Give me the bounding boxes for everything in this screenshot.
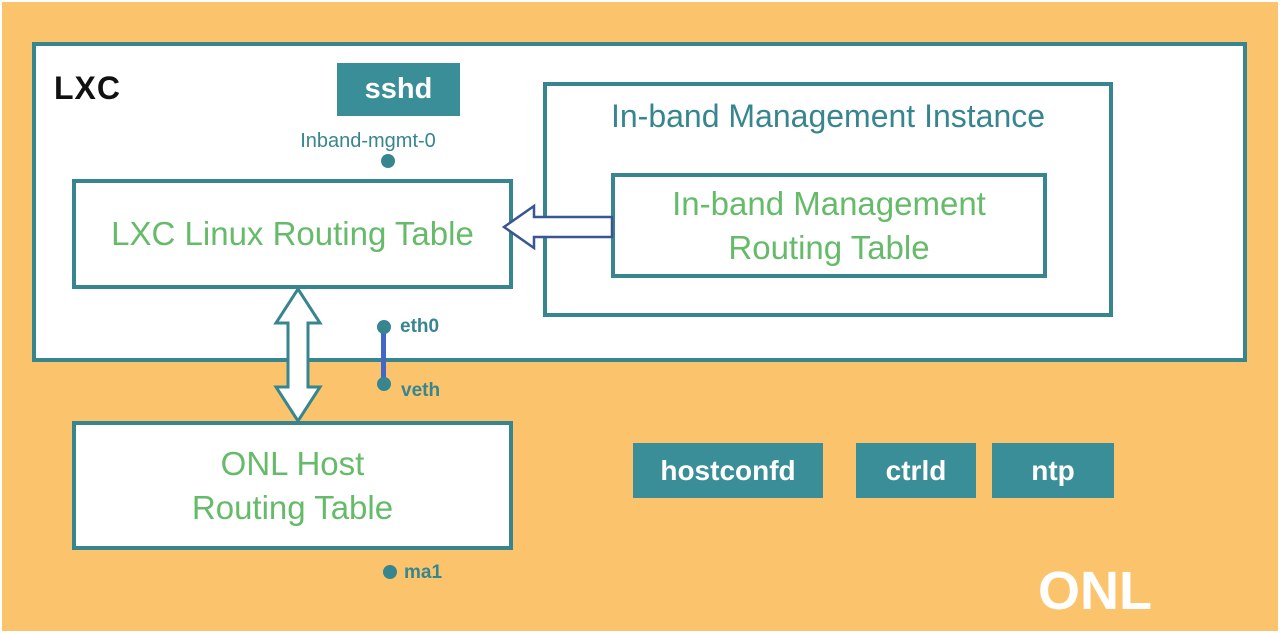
ntp-badge: ntp <box>992 443 1114 498</box>
eth0-interface-label: eth0 <box>400 316 440 337</box>
sshd-badge: sshd <box>337 63 460 116</box>
inband-mgmt0-interface-dot <box>381 154 395 168</box>
lxc-label: LXC <box>54 70 121 106</box>
inband-management-instance-title: In-band Management Instance <box>610 98 1046 134</box>
onl-host-routing-table-title: ONL Host Routing Table <box>191 444 394 526</box>
inband-mgmt0-interface-label: Inband-mgmt-0 <box>300 130 436 152</box>
ctrld-badge: ctrld <box>856 443 976 498</box>
ma1-interface-dot <box>383 565 397 579</box>
lxc-linux-routing-table-box: LXC Linux Routing Table <box>72 179 513 289</box>
hostconfd-badge: hostconfd <box>633 443 823 498</box>
veth-interface-dot <box>377 377 391 391</box>
inband-management-routing-table-title: In-band Management Routing Table <box>672 184 986 266</box>
double-vertical-arrow-icon <box>273 286 323 424</box>
onl-host-routing-table-box: ONL Host Routing Table <box>72 421 513 550</box>
left-arrow-icon <box>501 203 614 251</box>
eth0-interface-dot <box>377 320 391 334</box>
veth-interface-label: veth <box>401 380 441 401</box>
onl-label: ONL <box>1038 561 1152 621</box>
inband-management-routing-table-box: In-band Management Routing Table <box>611 173 1047 278</box>
veth-link-line <box>381 327 386 384</box>
lxc-linux-routing-table-title: LXC Linux Routing Table <box>111 215 474 253</box>
ma1-interface-label: ma1 <box>404 562 443 583</box>
